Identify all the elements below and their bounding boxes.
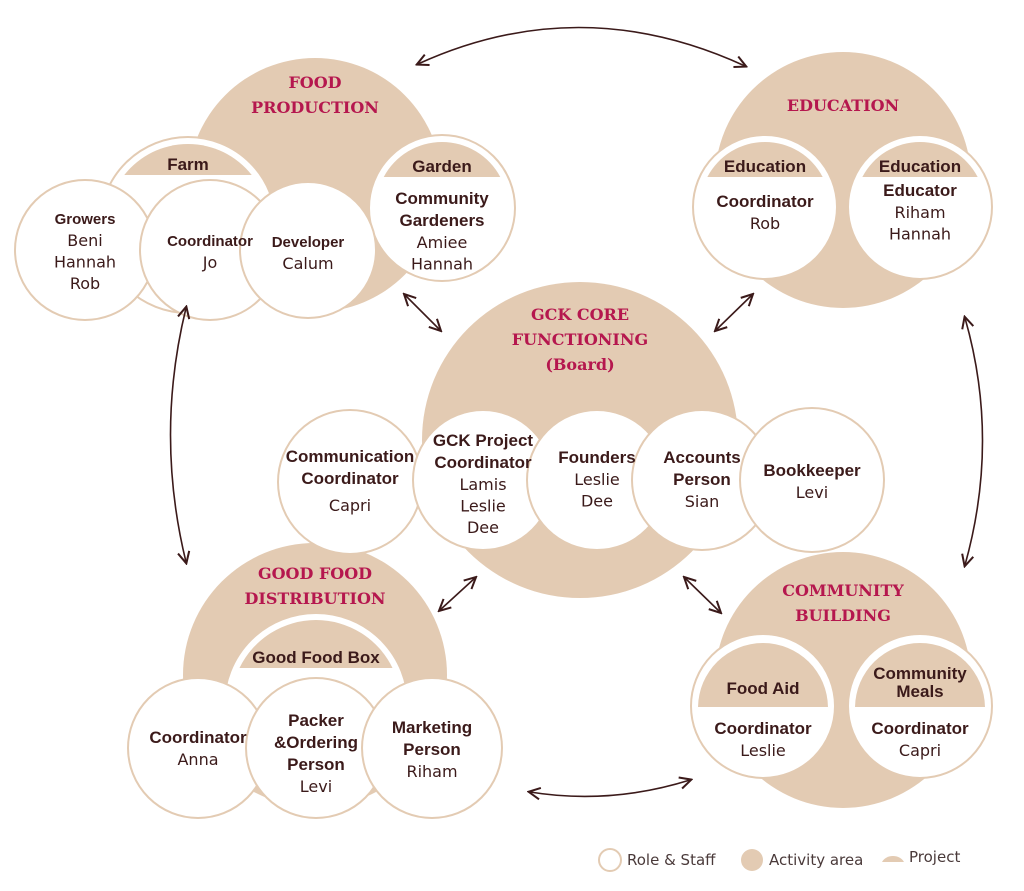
staff-name: Leslie xyxy=(740,741,786,760)
staff-name: Hannah xyxy=(889,225,951,244)
staff-name: Capri xyxy=(329,496,371,515)
project-cap-good-food-box xyxy=(239,620,393,668)
staff-name: Anna xyxy=(177,750,218,769)
role-title: Coordinator xyxy=(714,719,812,738)
activity-title: GCK CORE xyxy=(531,305,629,324)
activity-title: GOOD FOOD xyxy=(258,564,372,583)
staff-name: Rob xyxy=(750,214,780,233)
role-title: Accounts xyxy=(663,448,740,467)
role-title: Bookkeeper xyxy=(763,461,861,480)
project-cap-food-aid xyxy=(698,642,828,707)
role-title: Coordinator xyxy=(167,233,253,250)
role-circle-developer xyxy=(239,181,377,319)
role-circle-growers xyxy=(14,179,156,321)
project-cap-education-educator-project xyxy=(862,141,978,177)
staff-name: Calum xyxy=(282,254,333,273)
project-cap-community-meals xyxy=(855,642,985,707)
staff-name: Riham xyxy=(406,762,457,781)
staff-name: Levi xyxy=(796,483,828,502)
staff-name: Levi xyxy=(300,777,332,796)
project-title: Education xyxy=(879,157,961,176)
arrow-food-core xyxy=(405,295,440,330)
role-title: Community xyxy=(395,189,489,208)
role-title: Gardeners xyxy=(399,211,484,230)
project-cap-icon xyxy=(882,855,904,862)
arrow-distribution-community xyxy=(530,780,690,796)
role-title: Coordinator xyxy=(716,192,814,211)
project-title: Meals xyxy=(896,682,943,701)
legend-label: Project xyxy=(909,848,960,866)
project-title: Community xyxy=(873,664,967,683)
activity-title: FOOD xyxy=(288,73,341,92)
role-title: Marketing xyxy=(392,718,472,737)
staff-name: Jo xyxy=(202,253,218,272)
legend-label: Role & Staff xyxy=(627,851,716,869)
role-title: Person xyxy=(287,755,345,774)
activity-title: PRODUCTION xyxy=(251,98,379,117)
arrow-food-distribution xyxy=(169,308,187,562)
activity-title: EDUCATION xyxy=(787,96,899,115)
arrow-core-distribution xyxy=(440,578,475,610)
staff-name: Leslie xyxy=(574,470,620,489)
staff-name: Dee xyxy=(581,492,613,511)
role-title: GCK Project xyxy=(433,431,533,450)
project-title: Good Food Box xyxy=(252,648,380,667)
role-title: Coordinator xyxy=(871,719,969,738)
project-title: Education xyxy=(724,157,806,176)
arrow-education-community xyxy=(965,318,984,565)
role-title: Coordinator xyxy=(301,469,399,488)
activity-area-circle-icon xyxy=(741,849,763,871)
staff-name: Leslie xyxy=(460,497,506,516)
staff-name: Hannah xyxy=(411,255,473,274)
project-title: Garden xyxy=(412,157,472,176)
role-title: Educator xyxy=(883,181,957,200)
role-circle-bookkeeper xyxy=(739,407,885,553)
activity-title: COMMUNITY xyxy=(782,581,904,600)
activity-title: FUNCTIONING xyxy=(512,330,648,349)
staff-name: Amiee xyxy=(417,233,468,252)
role-circle-marketing-person xyxy=(361,677,503,819)
role-title: Person xyxy=(403,740,461,759)
arrow-food-education xyxy=(418,26,745,66)
staff-name: Dee xyxy=(467,518,499,537)
role-title: Person xyxy=(673,470,731,489)
staff-name: Beni xyxy=(67,231,102,250)
legend-label: Activity area xyxy=(769,851,863,869)
role-title: Coordinator xyxy=(149,728,247,747)
staff-name: Rob xyxy=(70,274,100,293)
project-cap-education-coordinator-project xyxy=(707,141,823,177)
role-title: Developer xyxy=(272,234,345,251)
staff-name: Capri xyxy=(899,741,941,760)
arrow-core-community xyxy=(685,578,720,612)
project-title: Food Aid xyxy=(726,679,799,698)
staff-name: Sian xyxy=(685,492,720,511)
activity-title: (Board) xyxy=(545,355,614,374)
activity-title: BUILDING xyxy=(795,606,891,625)
project-cap-farm xyxy=(124,144,252,175)
project-title: Farm xyxy=(167,155,209,174)
project-cap-garden xyxy=(383,141,501,177)
arrow-education-core xyxy=(716,295,752,330)
role-title: &Ordering xyxy=(274,733,358,752)
role-staff-circle-icon xyxy=(598,848,622,872)
role-title: Packer xyxy=(288,711,344,730)
activity-title: DISTRIBUTION xyxy=(244,589,385,608)
role-title: Coordinator xyxy=(434,453,532,472)
role-title: Growers xyxy=(55,211,116,228)
staff-name: Riham xyxy=(894,203,945,222)
role-title: Founders xyxy=(558,448,635,467)
role-title: Communication xyxy=(286,447,414,466)
staff-name: Lamis xyxy=(459,475,506,494)
staff-name: Hannah xyxy=(54,253,116,272)
